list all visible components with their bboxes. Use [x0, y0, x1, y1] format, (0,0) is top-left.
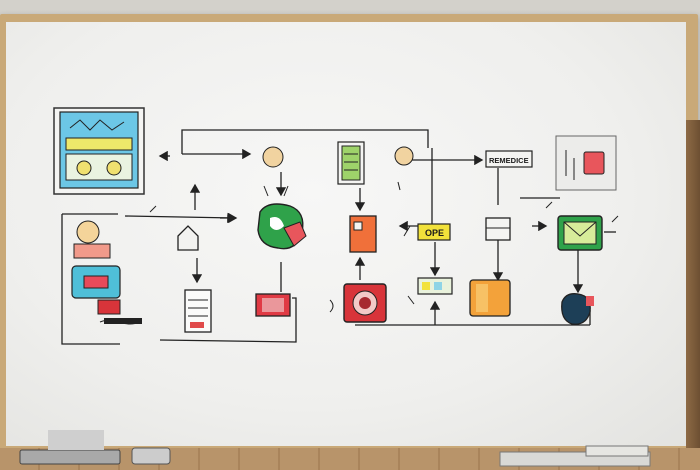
green-blob-icon: [257, 146, 307, 250]
chart-card-icon: [555, 135, 617, 191]
navy-ball-icon: [561, 293, 594, 325]
envelope-icon: [557, 215, 603, 251]
camera-icon: [343, 283, 387, 323]
shelf: [686, 120, 700, 450]
pill-box-icon: [485, 217, 511, 241]
ope-label-text: OPE: [425, 228, 444, 238]
scribbles: [99, 181, 619, 325]
red-card-icon: [255, 293, 291, 317]
keyboard-icon: [417, 277, 453, 295]
remedice-label-text: REMEDICE: [489, 156, 529, 165]
person-icon: [71, 220, 142, 324]
notebook-icon: [337, 141, 365, 185]
person-icon-2: [394, 146, 414, 166]
connector-lines: [61, 129, 616, 345]
stacked-books: [131, 447, 171, 465]
papers: [499, 445, 651, 467]
ope-label: [417, 223, 451, 241]
server-icon: [184, 289, 212, 333]
remedice-label: [485, 150, 533, 168]
house-icon: [177, 225, 199, 251]
monitor-icon: [53, 107, 145, 195]
calculator-icon: [19, 430, 121, 465]
orange-box-icon: [349, 215, 377, 253]
orange-card-icon: [469, 279, 511, 317]
